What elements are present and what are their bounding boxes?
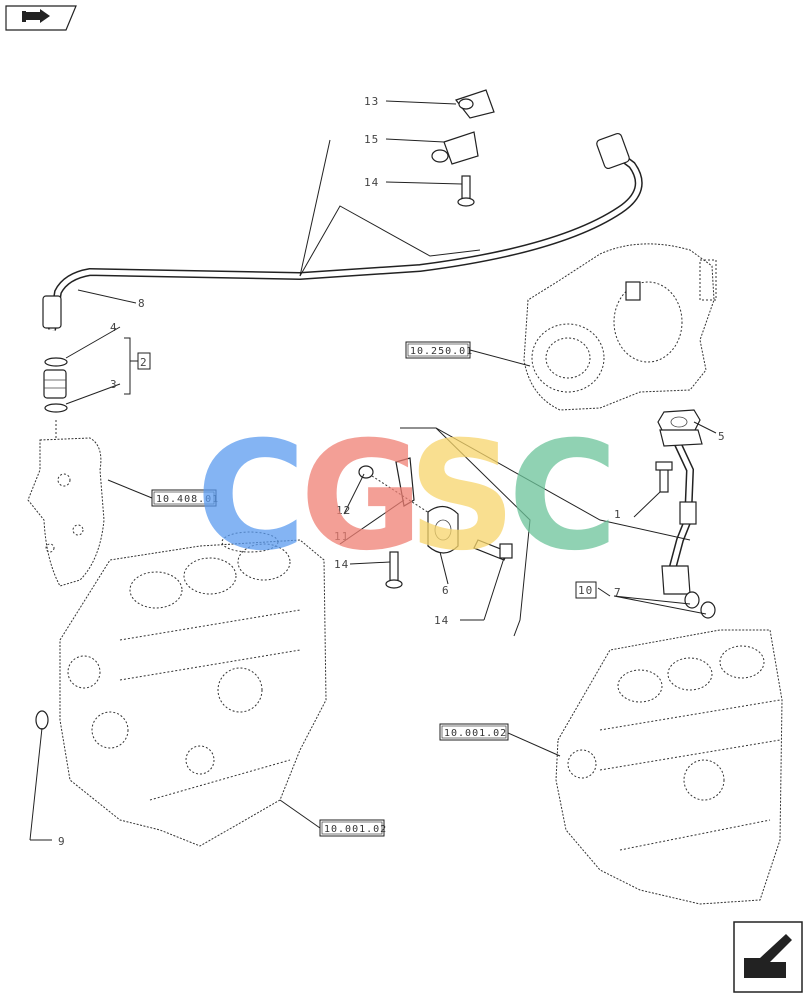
clamp-part-15 <box>431 131 479 165</box>
bolt-part <box>655 461 673 493</box>
callout-13: 13 <box>364 95 379 108</box>
callout-6: 6 <box>442 584 450 597</box>
boxed-callout-2: 2 <box>137 352 151 370</box>
callout-14: 14 <box>364 176 379 189</box>
fitting-assembly <box>43 357 68 460</box>
seal-ring-part <box>684 591 700 609</box>
plug-part <box>35 710 49 730</box>
book-arrow-icon[interactable] <box>5 5 77 31</box>
seal-ring-part <box>700 601 716 619</box>
callout-9: 9 <box>58 835 66 848</box>
reference-box-cover[interactable]: 10.408.01 <box>151 489 219 507</box>
reference-label: 10.408.01 <box>156 494 219 505</box>
boxed-callout-10: 10 <box>575 581 597 599</box>
front-cover-housing <box>27 437 105 587</box>
watermark-letter: G <box>300 410 423 584</box>
reference-label: 10.001.02 <box>324 824 387 835</box>
bracket-part-11 <box>358 457 441 521</box>
clamp-part-6 <box>427 505 459 554</box>
callout-10: 10 <box>578 584 593 597</box>
leader-lines <box>29 100 717 841</box>
callout-11: 11 <box>334 530 349 543</box>
reference-box-block-left[interactable]: 10.001.02 <box>319 819 387 837</box>
turbocharger <box>523 243 717 411</box>
callout-5: 5 <box>718 430 726 443</box>
bracket-part-13 <box>455 89 495 119</box>
reference-label: 10.250.01 <box>410 346 473 357</box>
callout-14: 14 <box>434 614 449 627</box>
callout-3: 3 <box>110 378 118 391</box>
oil-return-pipe <box>42 132 643 331</box>
watermark-letter: S <box>408 410 516 584</box>
reference-label: 10.001.02 <box>444 728 507 739</box>
callout-12: 12 <box>336 504 351 517</box>
bolt-part <box>473 539 513 561</box>
callout-8: 8 <box>138 297 146 310</box>
callout-7: 7 <box>614 586 622 599</box>
callout-14: 14 <box>334 558 349 571</box>
callout-2: 2 <box>140 356 148 369</box>
arrow-next-icon[interactable] <box>733 921 803 993</box>
callout-4: 4 <box>110 321 118 334</box>
engine-block-left <box>59 531 327 847</box>
watermark-letter: C <box>196 410 306 584</box>
oil-feed-pipe <box>659 429 703 595</box>
reference-box-turbo[interactable]: 10.250.01 <box>405 341 473 359</box>
bolt-part <box>457 175 475 207</box>
watermark-letter: C <box>508 410 618 584</box>
callout-labels: 13 15 14 8 4 3 5 1 7 12 11 14 6 14 9 <box>58 95 726 848</box>
callout-1: 1 <box>614 508 622 521</box>
reference-box-block-right[interactable]: 10.001.02 <box>439 723 509 741</box>
bolt-part <box>385 551 403 589</box>
callout-15: 15 <box>364 133 379 146</box>
engine-block-right <box>555 629 783 905</box>
